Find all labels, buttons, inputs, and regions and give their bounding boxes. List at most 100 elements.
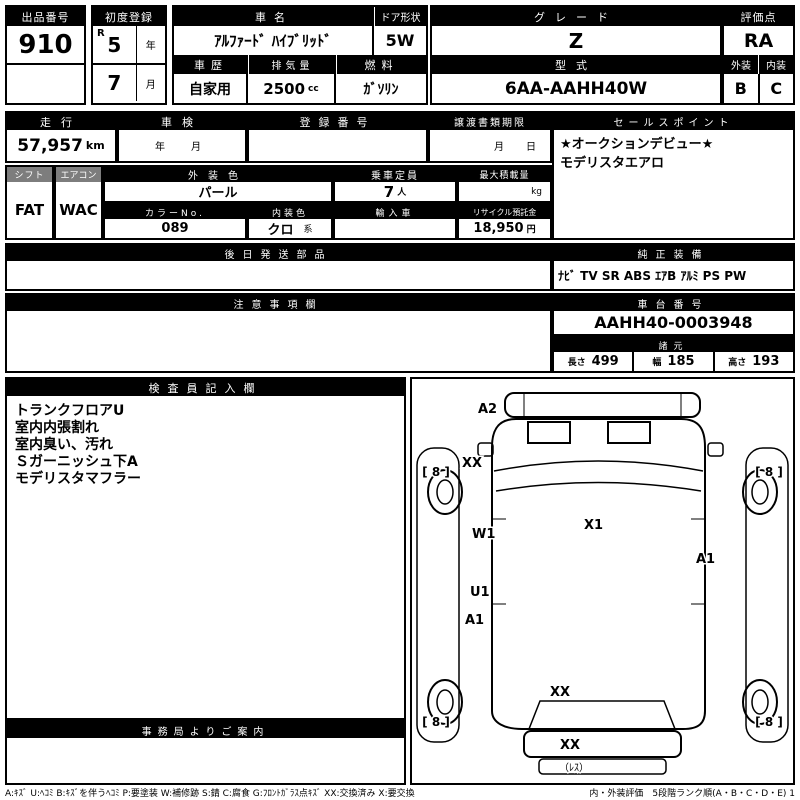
capacity-unit: 人	[397, 188, 407, 198]
legend-codes: A:ｷｽﾞ U:ﾍｺﾐ B:ｷｽﾞを伴うﾍｺﾐ P:要塗装 W:補修跡 S:錆 …	[5, 789, 415, 799]
aircon-label: エアコン	[56, 167, 101, 182]
tread-depth-rear-left: [ 8 ]	[422, 715, 450, 729]
legend: A:ｷｽﾞ U:ﾍｺﾐ B:ｷｽﾞを伴うﾍｺﾐ P:要塗装 W:補修跡 S:錆 …	[5, 786, 795, 799]
sales-point-label: セールスポイント	[554, 113, 793, 130]
length-value: 499	[591, 354, 619, 369]
later-parts-label: 後日発送部品	[7, 245, 550, 261]
car-diagram: A2 XX W1 X1 A1 U1 A1 XX XX [ 8 ] [ 8 ] […	[416, 392, 789, 776]
import-car-label: 輸入車	[335, 205, 455, 219]
equipment-label: 純正装備	[554, 245, 793, 261]
inspector-note-line: 室内内張割れ	[15, 420, 99, 436]
color-no-box: カラーNo. 089	[103, 203, 247, 240]
score-label: 評価点	[724, 7, 793, 26]
front-bumper-shape	[504, 392, 701, 418]
legend-rank: 内・外装評価 5段階ランク順(A・B・C・D・E) 1	[589, 789, 795, 799]
max-load-unit: kg	[531, 186, 542, 197]
history-label: 車歴	[174, 55, 248, 74]
exhibit-no-value: 910	[18, 29, 73, 60]
later-parts-empty	[7, 261, 550, 289]
mark-u1: U1	[470, 585, 490, 600]
mileage-label: 走行	[7, 113, 115, 130]
displacement-value: 2500 cc	[248, 74, 336, 103]
interior-color-suffix: 系	[303, 225, 313, 235]
first-registration-box: 初度登録 R 5 年 7 月	[91, 5, 167, 105]
door-shape-value: 5W	[385, 31, 415, 50]
chassis-no-label: 車台番号	[554, 295, 793, 311]
interior-grade-value: C	[770, 79, 783, 98]
first-registration-month-cell: 7 月	[93, 65, 165, 101]
sales-point-text: ★オークションデビュー★ モデリスタエアロ	[554, 130, 793, 178]
mark-a1-left: A1	[465, 613, 484, 628]
aircon-box: エアコン WAC	[54, 165, 103, 240]
capacity-value: 7 人	[335, 182, 455, 201]
first-registration-year: R 5	[93, 26, 136, 63]
transfer-deadline-box: 譲渡書類期限 月 日	[428, 111, 552, 163]
caution-empty	[7, 311, 550, 371]
dimension-height: 高さ 193	[712, 352, 793, 371]
shift-label: シフト	[7, 167, 52, 182]
mileage-number: 57,957	[17, 135, 83, 156]
inspector-note-line: Ｓガーニッシュ下A	[15, 454, 138, 470]
mark-x1: X1	[584, 518, 603, 533]
capacity-number: 7	[383, 182, 395, 201]
right-side-panel-shape	[745, 447, 789, 743]
fuel-value: ｶﾞｿﾘﾝ	[363, 81, 399, 98]
displacement-unit: cc	[308, 83, 319, 94]
shift-box: シフト FAT	[5, 165, 54, 240]
car-name-value: ｱﾙﾌｧｰﾄﾞ ﾊｲﾌﾞﾘｯﾄﾞ	[174, 26, 374, 55]
capacity-box: 乗車定員 7 人	[333, 165, 457, 203]
interior-color-name: クロ	[267, 223, 294, 238]
caution-box: 注意事項欄	[5, 293, 552, 373]
max-load-label: 最大積載量	[459, 167, 550, 182]
registration-no-value-empty	[249, 130, 426, 161]
office-info-empty	[7, 738, 404, 783]
inspection-label: 車検	[119, 113, 245, 130]
month-value: 7	[107, 71, 122, 95]
chassis-no-box: 車台番号 AAHH40-0003948	[552, 293, 795, 336]
car-diagram-box: A2 XX W1 X1 A1 U1 A1 XX XX [ 8 ] [ 8 ] […	[410, 377, 795, 785]
max-load-box: 最大積載量 kg	[457, 165, 552, 203]
era-code: R	[97, 28, 105, 39]
car-name-label: 車名	[174, 7, 374, 26]
rear-gate-shape	[523, 730, 682, 758]
height-value: 193	[752, 354, 780, 369]
inspector-note-line: モデリスタマフラー	[15, 471, 141, 487]
sales-point-box: セールスポイント ★オークションデビュー★ モデリスタエアロ	[552, 111, 795, 240]
equipment-value: ﾅﾋﾞ TV SR ABS ｴｱB ｱﾙﾐ PS PW	[558, 268, 747, 283]
mark-xx-front-left: XX	[462, 456, 482, 471]
dimensions-label: 諸元	[554, 338, 793, 352]
interior-color-label: 内装色	[249, 205, 331, 219]
inspector-note-line: 室内臭い、汚れ	[15, 437, 113, 453]
import-car-box: 輸入車	[333, 203, 457, 240]
displacement-number: 2500	[263, 79, 306, 98]
transfer-deadline-label: 譲渡書類期限	[430, 113, 550, 130]
inspector-notes-text: トランクフロアU 室内内張割れ 室内臭い、汚れ Ｓガーニッシュ下A モデリスタマ…	[7, 396, 404, 495]
color-no-label: カラーNo.	[105, 205, 245, 219]
sales-point-line: モデリスタエアロ	[560, 156, 665, 171]
exterior-color-value: パール	[198, 186, 238, 201]
car-body-outline	[491, 418, 706, 730]
grade-value: Z	[568, 28, 584, 53]
capacity-label: 乗車定員	[335, 167, 455, 182]
front-right-wheel	[742, 469, 778, 515]
tread-depth-front-right: [ 8 ]	[755, 465, 783, 479]
mark-xx-rear: XX	[550, 685, 570, 700]
chassis-no-value: AAHH40-0003948	[594, 313, 753, 332]
interior-grade-label: 内装	[758, 55, 793, 74]
fuel-label: 燃料	[336, 55, 426, 74]
left-side-panel-shape	[416, 447, 460, 743]
width-label: 幅	[652, 358, 662, 368]
car-name-block: 車名 ドア形状 ｱﾙﾌｧｰﾄﾞ ﾊｲﾌﾞﾘｯﾄﾞ 5W 車歴 排気量 燃料 自家…	[172, 5, 428, 105]
inspection-box: 車検 年 月	[117, 111, 247, 163]
transfer-deadline-value: 月 日	[494, 142, 542, 153]
first-registration-year-cell: R 5 年	[93, 26, 165, 65]
mark-less: （ﾚｽ）	[559, 762, 589, 774]
width-value: 185	[667, 354, 695, 369]
exterior-color-box: 外装色 パール	[103, 165, 333, 203]
office-info-label: 事務局よりご案内	[7, 722, 404, 738]
year-value: 5	[107, 32, 122, 57]
dimensions-box: 諸元 長さ 499 幅 185 高さ 193	[552, 336, 795, 373]
registration-no-label: 登録番号	[249, 113, 426, 130]
score-value: RA	[743, 29, 774, 52]
